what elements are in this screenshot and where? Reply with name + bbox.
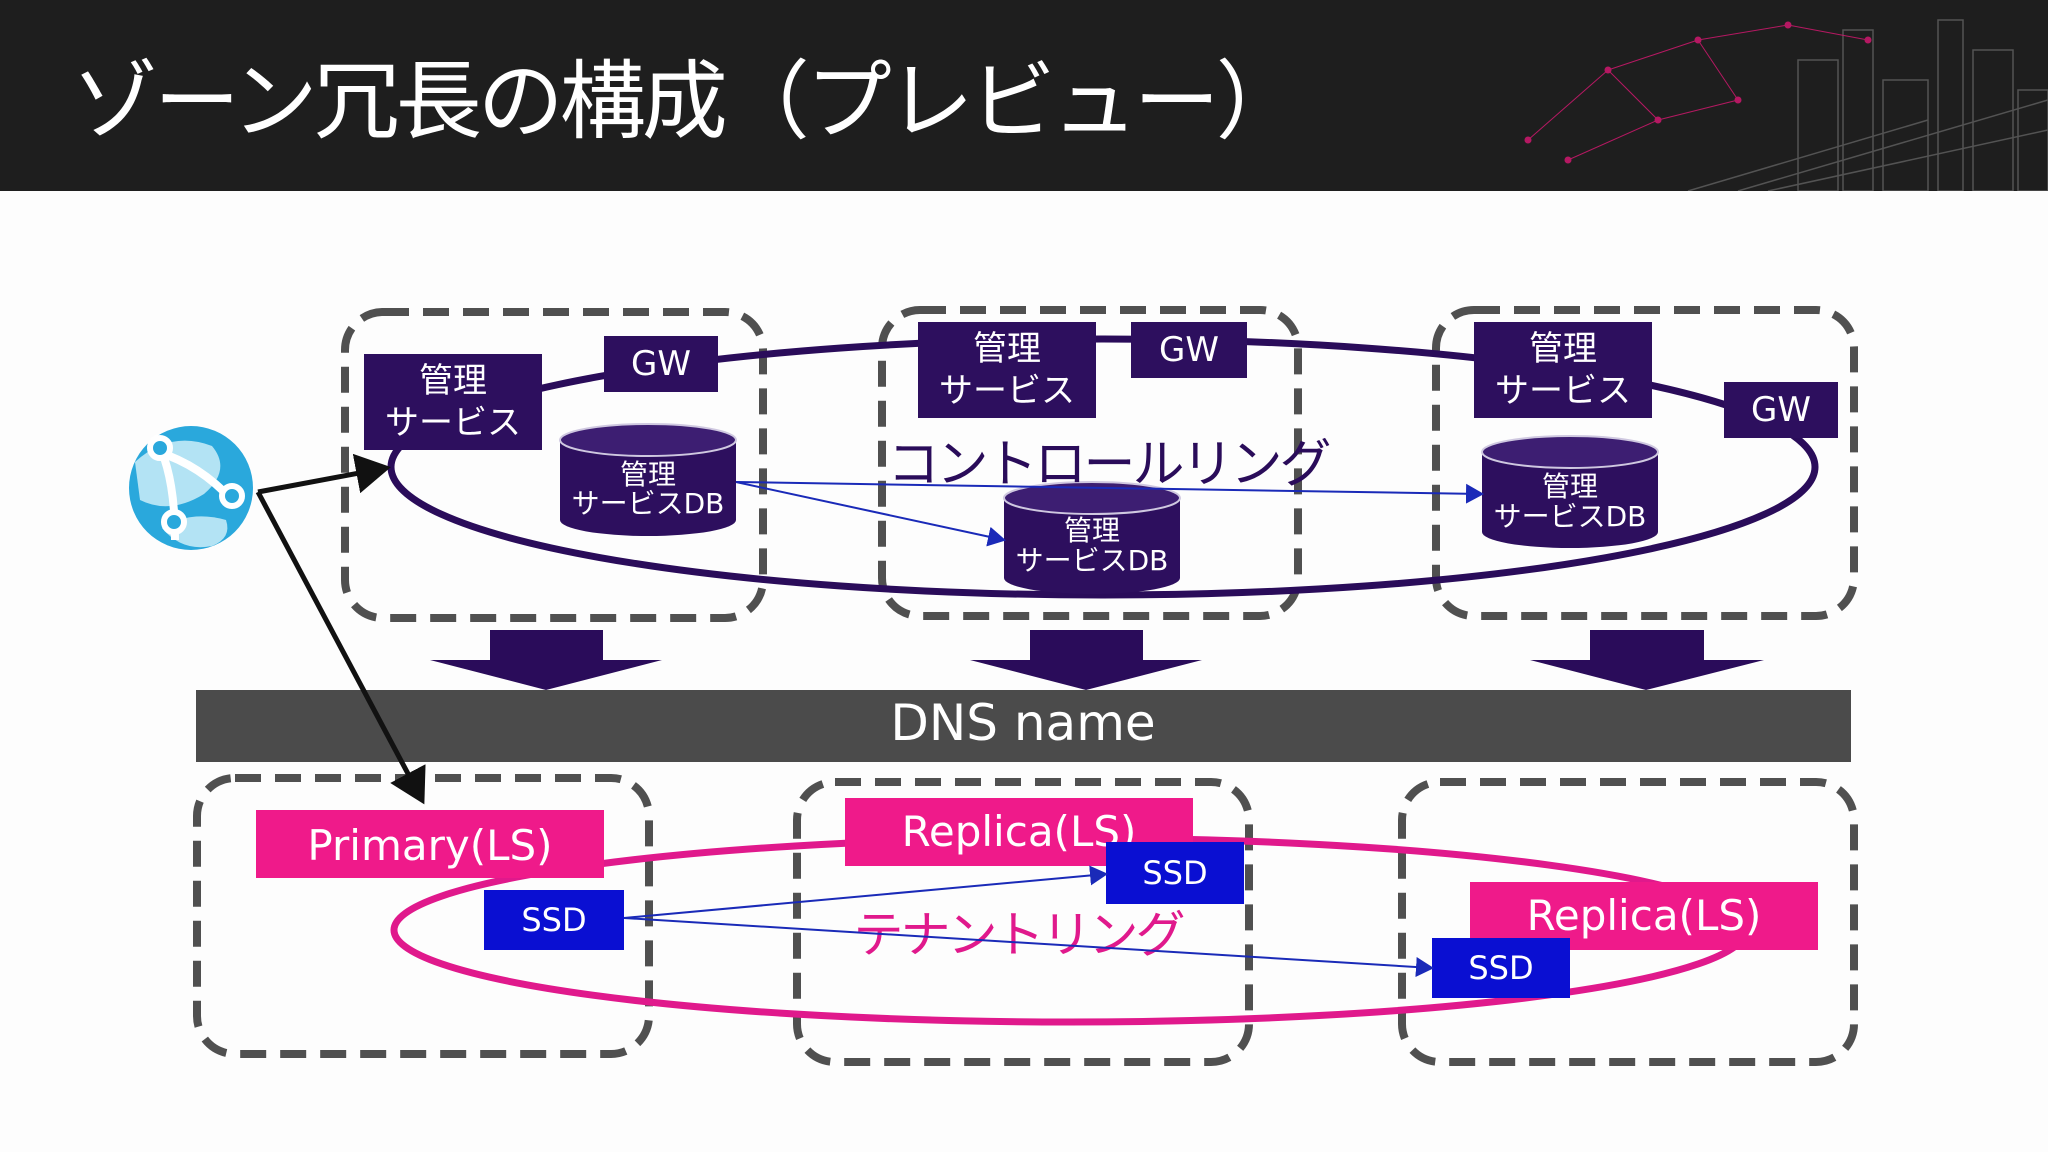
gw-box-1	[604, 336, 718, 392]
management-service-box-2	[918, 322, 1096, 418]
management-db-3: 管理 サービスDB	[1481, 435, 1659, 548]
page-title: ゾーン冗長の構成（プレビュー）	[72, 52, 1302, 152]
azure-web-app-globe-icon	[129, 426, 253, 550]
management-db-2: 管理 サービスDB	[1003, 481, 1181, 594]
data-zone-3	[1398, 778, 1858, 1066]
title-bar: ゾーン冗長の構成（プレビュー）	[0, 0, 2048, 191]
down-arrow-3	[1530, 630, 1764, 690]
management-service-box-3	[1474, 322, 1652, 418]
dns-bar	[196, 690, 1851, 762]
management-service-label-2b: サービス	[939, 371, 1075, 411]
replica-label-2: Replica(LS)	[902, 807, 1137, 856]
management-db-label-1a: 管理	[620, 458, 676, 491]
replica-label-3: Replica(LS)	[1527, 891, 1762, 940]
ssd-label-2: SSD	[1142, 854, 1207, 892]
management-service-label-1b: サービス	[385, 403, 521, 443]
control-zone-1	[341, 308, 767, 622]
gw-label-3: GW	[1751, 390, 1811, 430]
management-service-label-2a: 管理	[973, 329, 1041, 369]
ssd-replication-arrow-2	[623, 917, 1434, 977]
primary-replica-label: Primary(LS)	[307, 821, 552, 870]
management-db-label-2b: サービスDB	[1016, 544, 1169, 577]
gw-label-2: GW	[1159, 330, 1219, 370]
data-zone-2	[793, 778, 1253, 1066]
ssd-box-2	[1106, 842, 1244, 904]
management-service-label-3a: 管理	[1529, 329, 1597, 369]
management-db-label-1b: サービスDB	[572, 487, 725, 520]
management-db-label-3b: サービスDB	[1494, 500, 1647, 533]
ssd-label-3: SSD	[1468, 949, 1533, 987]
control-zone-2	[878, 306, 1302, 620]
management-db-1: 管理 サービスDB	[559, 423, 737, 536]
db-replication-arrow-2	[735, 481, 1484, 504]
primary-replica-box	[256, 810, 604, 878]
ssd-label-1: SSD	[521, 901, 586, 939]
down-arrow-1	[430, 630, 662, 690]
ssd-box-1	[484, 890, 624, 950]
management-service-box-1	[364, 354, 542, 450]
management-db-label-3a: 管理	[1542, 470, 1598, 503]
management-service-label-3b: サービス	[1495, 371, 1631, 411]
control-zone-3	[1432, 306, 1858, 620]
control-ring	[387, 335, 1819, 599]
gw-box-2	[1131, 322, 1247, 378]
down-arrow-2	[970, 630, 1202, 690]
city-network-decoration	[1524, 19, 2048, 191]
management-service-label-1a: 管理	[419, 361, 487, 401]
gw-box-3	[1724, 382, 1838, 438]
ssd-box-3	[1432, 938, 1570, 998]
gw-label-1: GW	[631, 344, 691, 384]
management-db-label-2a: 管理	[1064, 514, 1120, 547]
dns-name-label: DNS name	[890, 694, 1155, 752]
connection-arrow-primary	[255, 490, 426, 805]
ssd-replication-arrow-1	[623, 865, 1108, 919]
db-replication-arrow-1	[735, 481, 1006, 547]
connection-arrow-control	[257, 453, 391, 495]
